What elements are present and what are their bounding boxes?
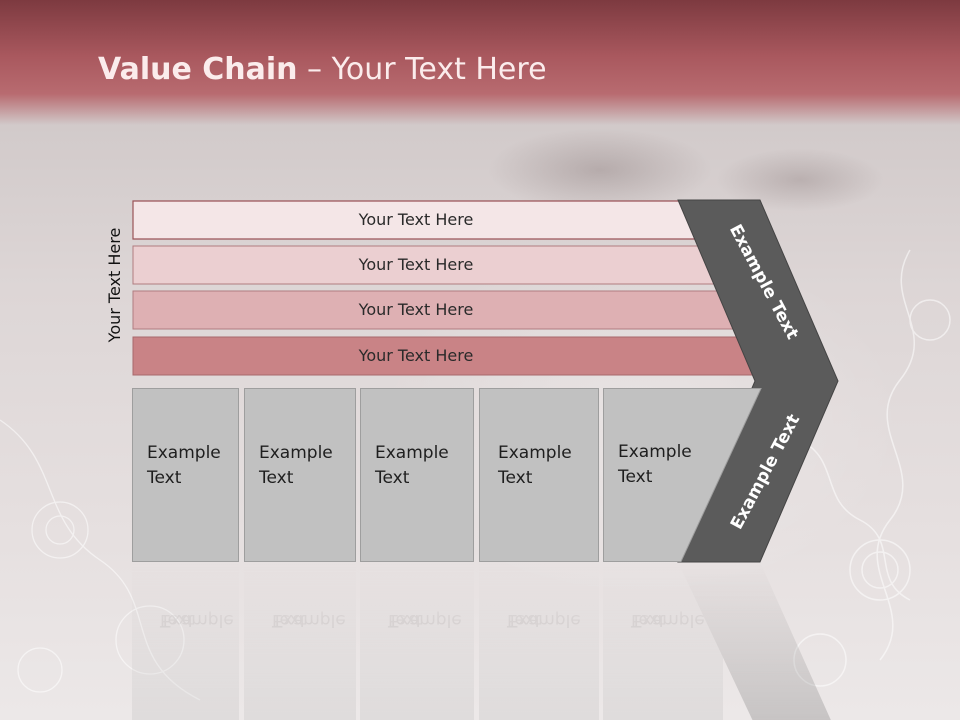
lace-decoration <box>793 249 951 687</box>
box-3-line2: Text <box>375 468 410 488</box>
box-5-line2: Text <box>618 467 653 487</box>
row-4-label: Your Text Here <box>358 346 474 365</box>
veil-decoration <box>0 419 201 701</box>
slide-title: Value Chain – Your Text Here <box>98 52 547 87</box>
box-3-line1: Example <box>375 443 449 463</box>
slide-header <box>0 0 960 125</box>
box-1-line1: Example <box>147 443 221 463</box>
box-5-line1: Example <box>618 442 692 462</box>
box-1-line2: Text <box>147 468 182 488</box>
row-2-shape <box>132 245 752 285</box>
row-1-label: Your Text Here <box>358 210 474 229</box>
activity-box-5[interactable] <box>603 388 763 562</box>
box-4-line1: Example <box>498 443 572 463</box>
row-3-label: Your Text Here <box>358 300 474 319</box>
box-2-line1: Example <box>259 443 333 463</box>
title-bold: Value Chain <box>98 52 298 87</box>
row-1-shape <box>132 200 752 240</box>
box-4-line2: Text <box>498 468 533 488</box>
box-2-line2: Text <box>259 468 294 488</box>
title-rest: – Your Text Here <box>297 52 547 87</box>
row-3-shape <box>132 290 752 330</box>
row-2-label: Your Text Here <box>358 255 474 274</box>
